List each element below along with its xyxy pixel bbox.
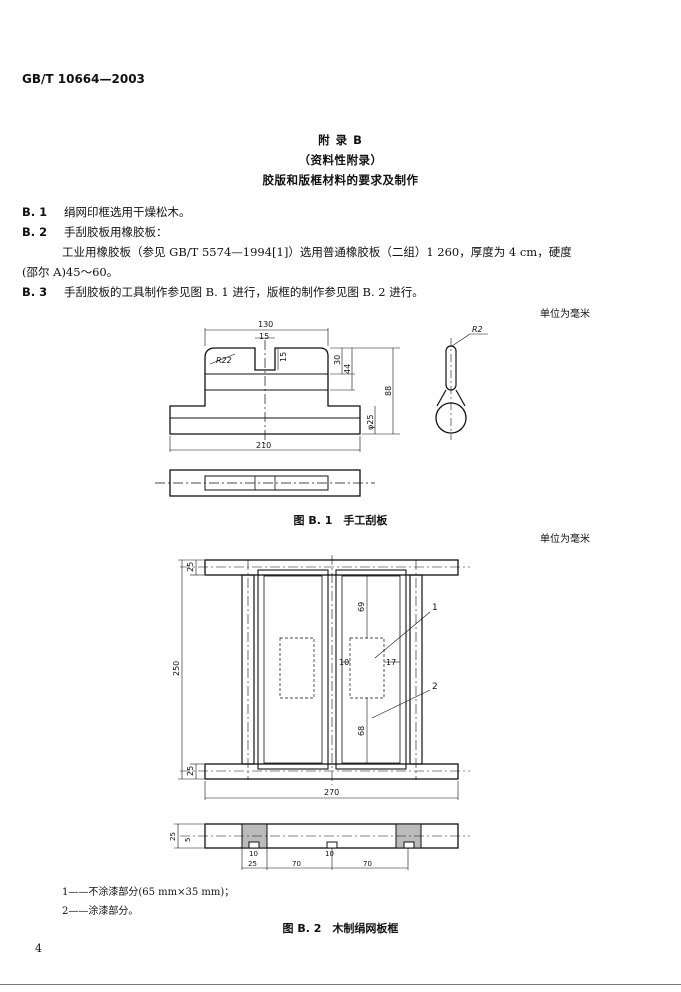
annex-title: 附 录 B [318,133,363,147]
dim-radius: R22 [216,356,232,365]
dim-h44: 44 [343,364,352,374]
unpainted-area-left [279,637,315,699]
dim-tip-radius: R2 [472,325,483,334]
dim-bottom-70b: 70 [363,860,372,868]
dim-bottom-70a: 70 [292,860,301,868]
figure2-drawing: 25 250 25 270 69 68 10 17 1 2 25 5 10 10… [169,555,470,870]
dim-height: 250 [172,661,181,676]
clause-number: B. 2 [22,225,48,239]
unpainted-area-right [349,637,385,699]
callout-line-1 [374,611,431,659]
squeegee-side-taper [436,389,466,407]
figure2-legend-2: 2——涂漆部分。 [62,906,139,917]
section-groove-left [248,841,260,849]
frame-panel-left-inner [263,575,323,764]
figure1-unit: 单位为毫米 [540,309,590,320]
frame-top-rail [204,559,459,576]
clause-b2-body: 工业用橡胶板（参见 GB/T 5574—1994[1]）选用普通橡胶板（二组）1… [62,245,572,259]
annex-subject: 胶版和版框材料的要求及制作 [262,173,419,187]
annex-nature: （资料性附录） [298,153,383,167]
clause-text: 绢网印框选用干燥松木。 [64,205,191,219]
page-number: 4 [35,942,42,955]
dim-diameter: φ25 [366,415,375,430]
figure2-legend-1: 1——不涂漆部分(65 mm×35 mm)； [62,887,235,898]
dim-h30: 30 [333,355,342,365]
clause-number: B. 1 [22,205,48,219]
section-groove-right [403,841,415,849]
page-bottom-rule [0,984,681,985]
callout-line-2 [371,689,431,719]
dim-section-25: 25 [169,832,177,841]
dim-69: 69 [357,602,366,612]
section-groove-mid [326,841,338,849]
clause-b3: B. 3 手刮胶板的工具制作参见图 B. 1 进行，版框的制作参见图 B. 2 进… [22,284,424,300]
dim-line [209,353,236,365]
frame-panel-left [257,569,329,770]
dim-width-base: 210 [256,441,271,450]
dim-section-5: 5 [184,838,192,842]
dim-10: 10 [339,658,349,667]
dim-groove-10a: 10 [249,850,258,858]
dim-68: 68 [357,726,366,736]
dim-width-top: 130 [258,320,273,329]
clause-b1: B. 1 绢网印框选用干燥松木。 [22,204,191,220]
clause-text: 手刮胶板的工具制作参见图 B. 1 进行，版框的制作参见图 B. 2 进行。 [64,285,424,299]
frame-panel-right-inner [341,575,401,764]
squeegee-front-outline [169,347,361,435]
standard-code: GB/T 10664—2003 [22,72,145,86]
figure1-caption: 图 B. 1 手工刮板 [293,514,388,527]
dim-17: 17 [386,658,396,667]
frame-bottom-rail [204,763,459,780]
dim-width: 270 [324,788,339,797]
dim-notch-depth: 15 [279,352,288,362]
dim-bottom-25: 25 [248,860,257,868]
clause-b2-body-cont: (邵尔 A)45～60。 [22,265,119,279]
squeegee-side-blade [445,345,457,391]
dim-notch: 15 [259,332,269,341]
figure2-unit: 单位为毫米 [540,534,590,545]
dim-groove-10b: 10 [325,850,334,858]
dim-h88: 88 [384,386,393,396]
clause-b2: B. 2 手刮胶板用橡胶板： [22,224,168,240]
callout-2: 2 [432,682,438,692]
callout-1: 1 [432,603,438,613]
clause-text: 手刮胶板用橡胶板： [64,225,168,239]
figure2-caption: 图 B. 2 木制绢网板框 [282,922,399,935]
dim-top-rail: 25 [186,562,195,572]
figure1-drawing: 130 15 15 R22 30 44 88 φ25 210 R2 [155,320,488,497]
clause-number: B. 3 [22,285,48,299]
dim-bottom-rail: 25 [186,766,195,776]
dim-line [451,333,471,347]
frame-panel-right [335,569,407,770]
